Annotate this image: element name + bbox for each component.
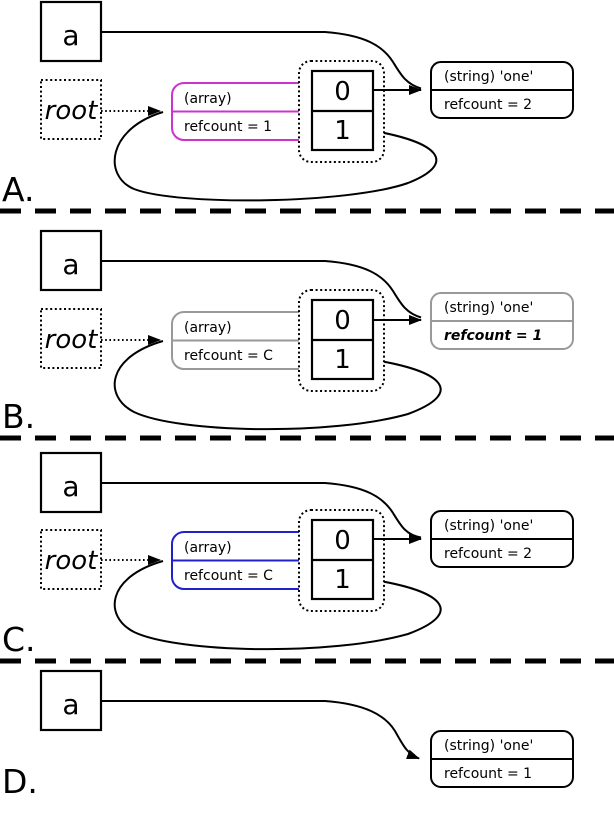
panel-b-label: B. [2, 397, 35, 436]
array-refcount-label: refcount = C [184, 348, 273, 364]
root-box [40, 79, 102, 140]
string-type-label: (string) 'one' [444, 738, 533, 754]
cycle-arrow [113, 340, 442, 431]
string-type-label: (string) 'one' [444, 300, 533, 316]
var-a-box [39, 451, 103, 514]
var-a-wire [101, 31, 422, 90]
array-refcount-label: refcount = 1 [184, 119, 272, 135]
string-refcount-label: refcount = 1 [444, 328, 542, 344]
cell-0-label: 0 [334, 77, 351, 107]
var-a-to-string-arrow [101, 700, 420, 760]
cell-1-label: 1 [334, 565, 351, 595]
array-refcount-label: refcount = C [184, 568, 273, 584]
panel-a-label: A. [2, 170, 34, 209]
panel-d: a (string) 'one' refcount = 1 D. [2, 669, 574, 801]
panel-b: a root (array) refcount = C 0 1 (string)… [2, 229, 574, 436]
string-type-label: (string) 'one' [444, 518, 533, 534]
root-label: root [45, 96, 99, 126]
var-a-label: a [62, 688, 79, 721]
panel-c-label: C. [2, 620, 36, 659]
cell-1-label: 1 [334, 116, 351, 146]
panel-a: a root (array) refcount = 1 0 1 (string)… [2, 0, 574, 209]
var-a-box [39, 0, 103, 63]
var-a-label: a [62, 248, 79, 281]
array-type-label: (array) [184, 91, 232, 107]
root-box [40, 529, 102, 590]
string-refcount-label: refcount = 2 [444, 97, 532, 113]
array-type-label: (array) [184, 540, 232, 556]
var-a-label: a [62, 19, 79, 52]
cell-1-label: 1 [334, 345, 351, 375]
cell-0-label: 0 [334, 306, 351, 336]
var-a-wire [101, 260, 422, 319]
cycle-arrow [113, 560, 442, 651]
array-type-label: (array) [184, 320, 232, 336]
var-a-label: a [62, 470, 79, 503]
var-a-wire [101, 482, 422, 539]
string-refcount-label: refcount = 1 [444, 766, 532, 782]
cell-0-label: 0 [334, 526, 351, 556]
string-refcount-label: refcount = 2 [444, 546, 532, 562]
root-box [40, 308, 102, 369]
panel-d-label: D. [2, 762, 38, 801]
root-label: root [45, 325, 99, 355]
string-type-label: (string) 'one' [444, 69, 533, 85]
panel-c: a root (array) refcount = C 0 1 (string)… [2, 451, 574, 659]
root-label: root [45, 546, 99, 576]
cycle-arrow [113, 111, 438, 202]
